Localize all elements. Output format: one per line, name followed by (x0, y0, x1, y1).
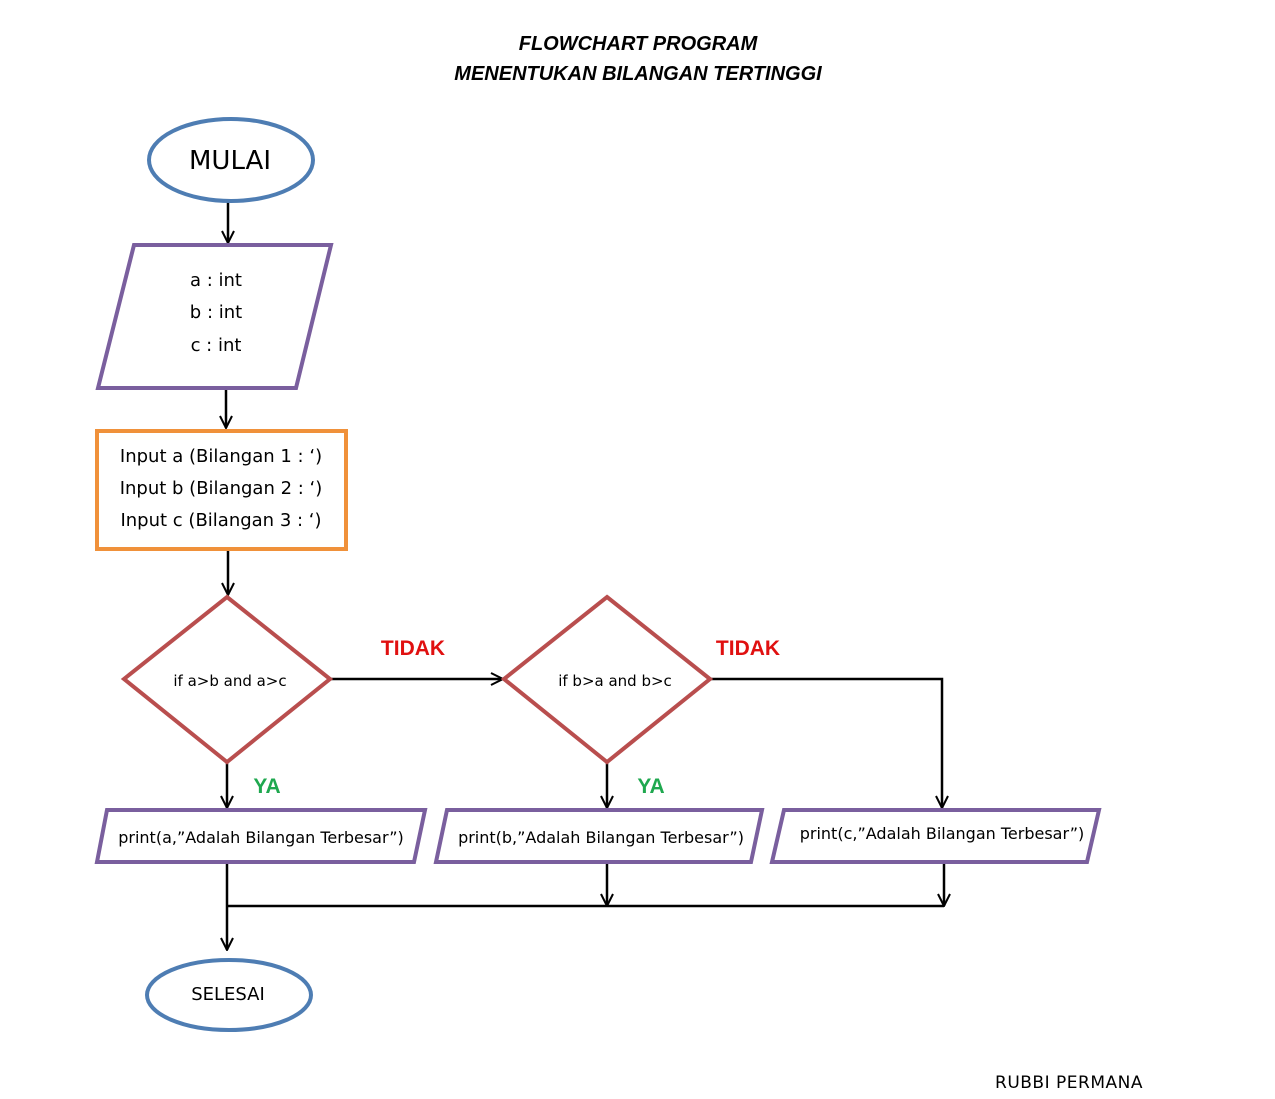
decision-1-label: if a>b and a>c (173, 672, 286, 690)
declare-line-3: c : int (191, 335, 242, 356)
title-line-2: MENENTUKAN BILANGAN TERTINGGI (454, 63, 822, 85)
declare-line-1: a : int (190, 270, 242, 291)
branch-label-no-2: TIDAK (716, 637, 780, 660)
input-process: Input a (Bilangan 1 : ‘) Input b (Bilang… (95, 429, 348, 551)
decision-2: if b>a and b>c (500, 594, 714, 765)
end-label: SELESAI (191, 984, 265, 1005)
print-a-io: print(a,”Adalah Bilangan Terbesar”) (94, 808, 428, 864)
end-terminal: SELESAI (145, 958, 313, 1032)
title-line-1: FLOWCHART PROGRAM (519, 33, 759, 55)
print-a-label: print(a,”Adalah Bilangan Terbesar”) (118, 828, 404, 847)
branch-label-yes-1: YA (253, 775, 280, 798)
start-terminal: MULAI (147, 117, 315, 203)
start-label: MULAI (189, 146, 271, 176)
input-line-1: Input a (Bilangan 1 : ‘) (120, 446, 322, 467)
declare-line-2: b : int (190, 302, 242, 323)
print-c-io: print(c,”Adalah Bilangan Terbesar”) (769, 808, 1102, 864)
decision-1: if a>b and a>c (120, 594, 334, 765)
connectors (226, 202, 944, 950)
branch-label-yes-2: YA (637, 775, 664, 798)
declare-io: a : int b : int c : int (95, 243, 334, 390)
decision-2-label: if b>a and b>c (558, 672, 672, 690)
print-c-label: print(c,”Adalah Bilangan Terbesar”) (800, 824, 1085, 843)
arrow-decision2-no (710, 677, 942, 808)
author-label: RUBBI PERMANA (995, 1073, 1143, 1093)
branch-label-no-1: TIDAK (381, 637, 445, 660)
print-b-io: print(b,”Adalah Bilangan Terbesar”) (433, 808, 765, 864)
print-b-label: print(b,”Adalah Bilangan Terbesar”) (458, 828, 744, 847)
input-line-2: Input b (Bilangan 2 : ‘) (120, 478, 323, 499)
input-line-3: Input c (Bilangan 3 : ‘) (120, 510, 321, 531)
